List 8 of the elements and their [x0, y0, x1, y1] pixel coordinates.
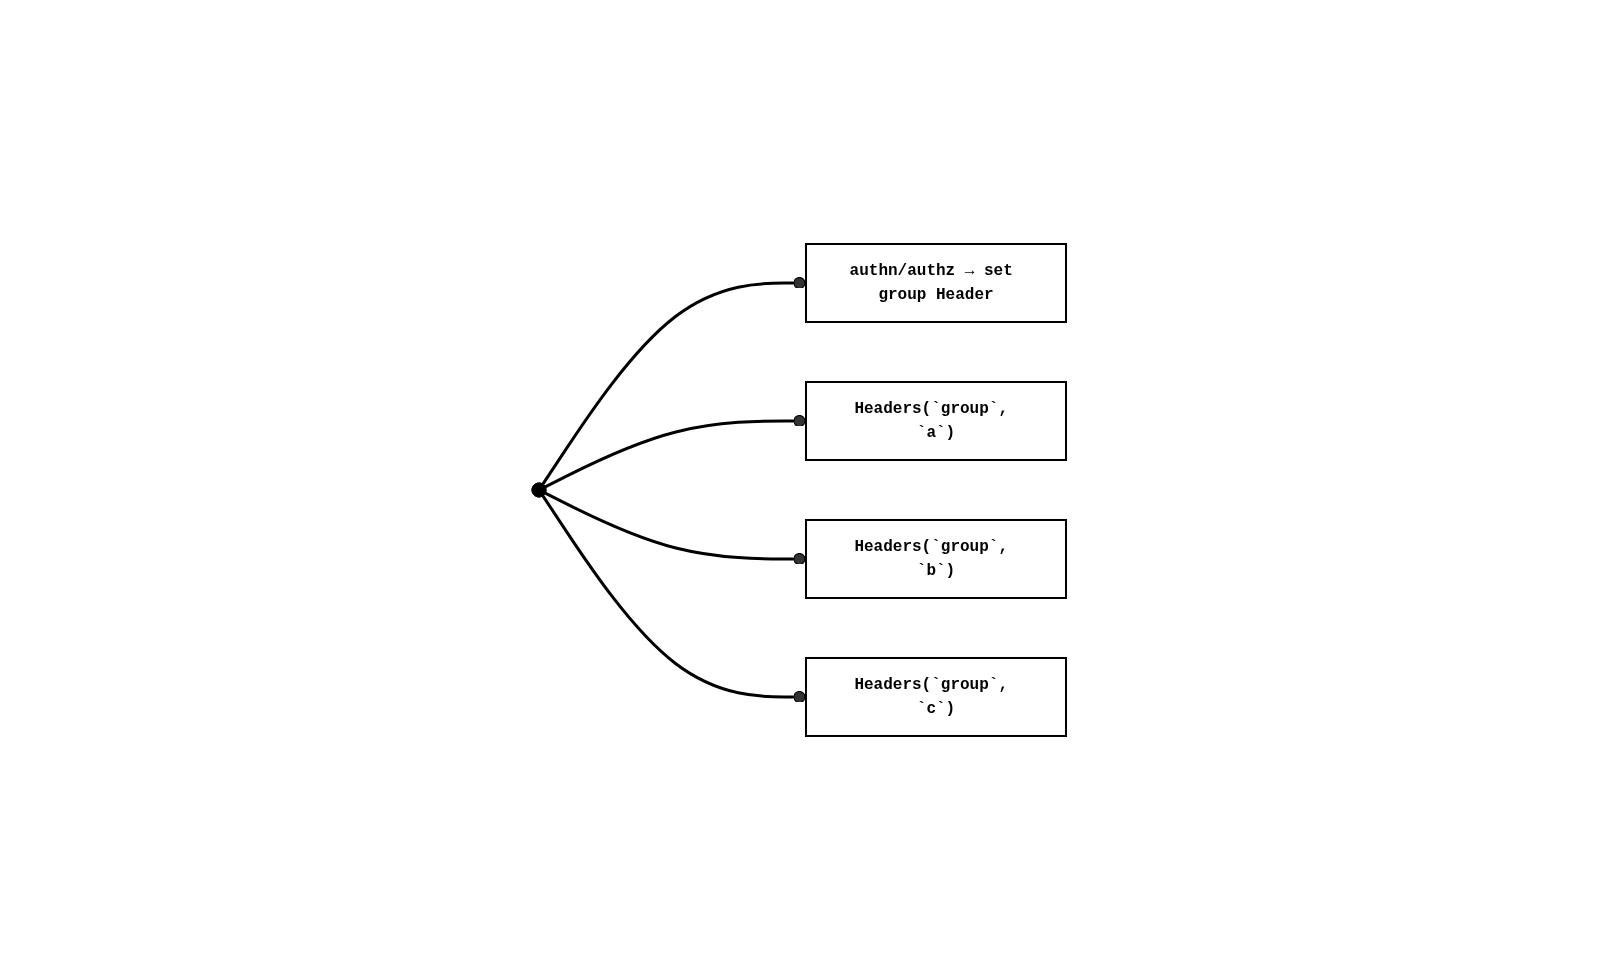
node-box: authn/authz → set group Header — [805, 243, 1067, 323]
node-box: Headers(`group`, `a`) — [805, 381, 1067, 461]
connector — [541, 276, 806, 485]
node-box: Headers(`group`, `c`) — [805, 657, 1067, 737]
connector — [544, 491, 806, 566]
connector — [544, 414, 806, 489]
connector — [541, 495, 806, 704]
node-box: Headers(`group`, `b`) — [805, 519, 1067, 599]
